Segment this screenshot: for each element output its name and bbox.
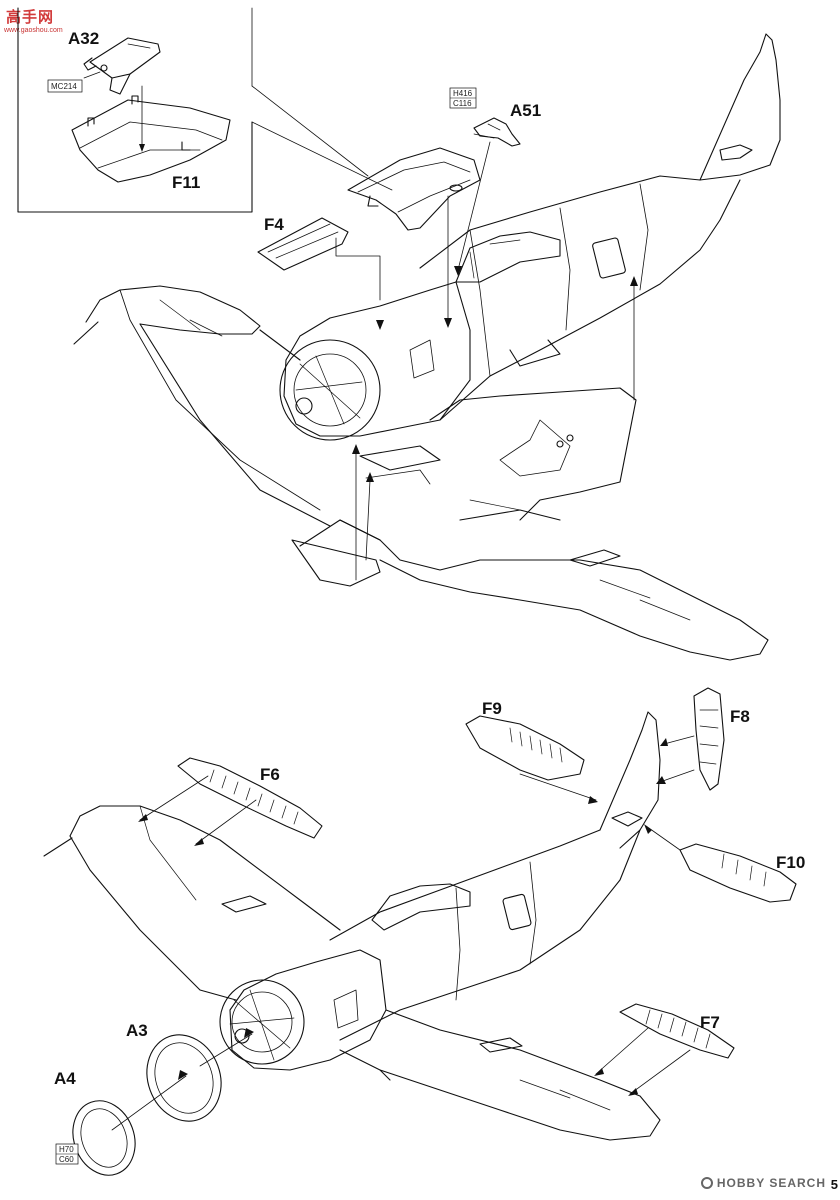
part-f10-shape <box>679 843 797 903</box>
part-label-f10: F10 <box>776 853 805 872</box>
code-box-mc214: MC214 <box>47 79 83 93</box>
part-label-a51: A51 <box>510 101 541 120</box>
part-a51-shape <box>473 117 521 147</box>
part-label-f9: F9 <box>482 699 502 718</box>
part-label-f6: F6 <box>260 765 280 784</box>
part-label-f11: F11 <box>172 173 200 192</box>
guide-lines-upper <box>335 141 635 581</box>
part-cowl-panel <box>347 147 481 231</box>
lower-aircraft <box>43 711 661 1141</box>
code-box-h416-c116: H416 C116 <box>449 87 477 109</box>
code-mc214: MC214 <box>51 82 77 91</box>
part-f4-shape <box>257 217 349 271</box>
page-number: 5 <box>830 1177 838 1192</box>
code-c116: C116 <box>453 99 472 108</box>
code-h70: H70 <box>59 1145 74 1154</box>
part-a4-shape <box>72 1100 136 1176</box>
part-a32-shape <box>83 37 161 95</box>
hobby-search-icon <box>700 1177 713 1189</box>
part-label-a32: A32 <box>68 29 99 48</box>
part-f7-shape <box>619 1003 735 1059</box>
part-f11-shape <box>71 95 231 183</box>
part-label-f7: F7 <box>700 1013 720 1032</box>
part-f9-shape <box>465 715 585 781</box>
guide-arrows-upper <box>352 266 638 482</box>
hobby-search-text: HOBBY SEARCH <box>716 1176 826 1190</box>
upper-aircraft <box>73 33 781 661</box>
code-box-h70-c60: H70 C60 <box>55 1143 79 1165</box>
part-label-a4: A4 <box>54 1069 76 1088</box>
watermark-url: www.gaoshou.com <box>4 27 63 34</box>
part-f6-shape <box>177 757 323 839</box>
part-label-f8: F8 <box>730 707 750 726</box>
guide-lines-lower <box>111 735 695 1131</box>
part-label-f4: F4 <box>264 215 284 234</box>
guide-arrows-lower <box>138 738 668 1096</box>
hobby-search-watermark: HOBBY SEARCH <box>700 1174 826 1192</box>
part-label-a3: A3 <box>126 1021 148 1040</box>
part-a3-shape <box>146 1034 222 1122</box>
code-h416: H416 <box>453 89 473 98</box>
part-f8-shape <box>693 687 725 791</box>
code-c60: C60 <box>59 1155 74 1164</box>
